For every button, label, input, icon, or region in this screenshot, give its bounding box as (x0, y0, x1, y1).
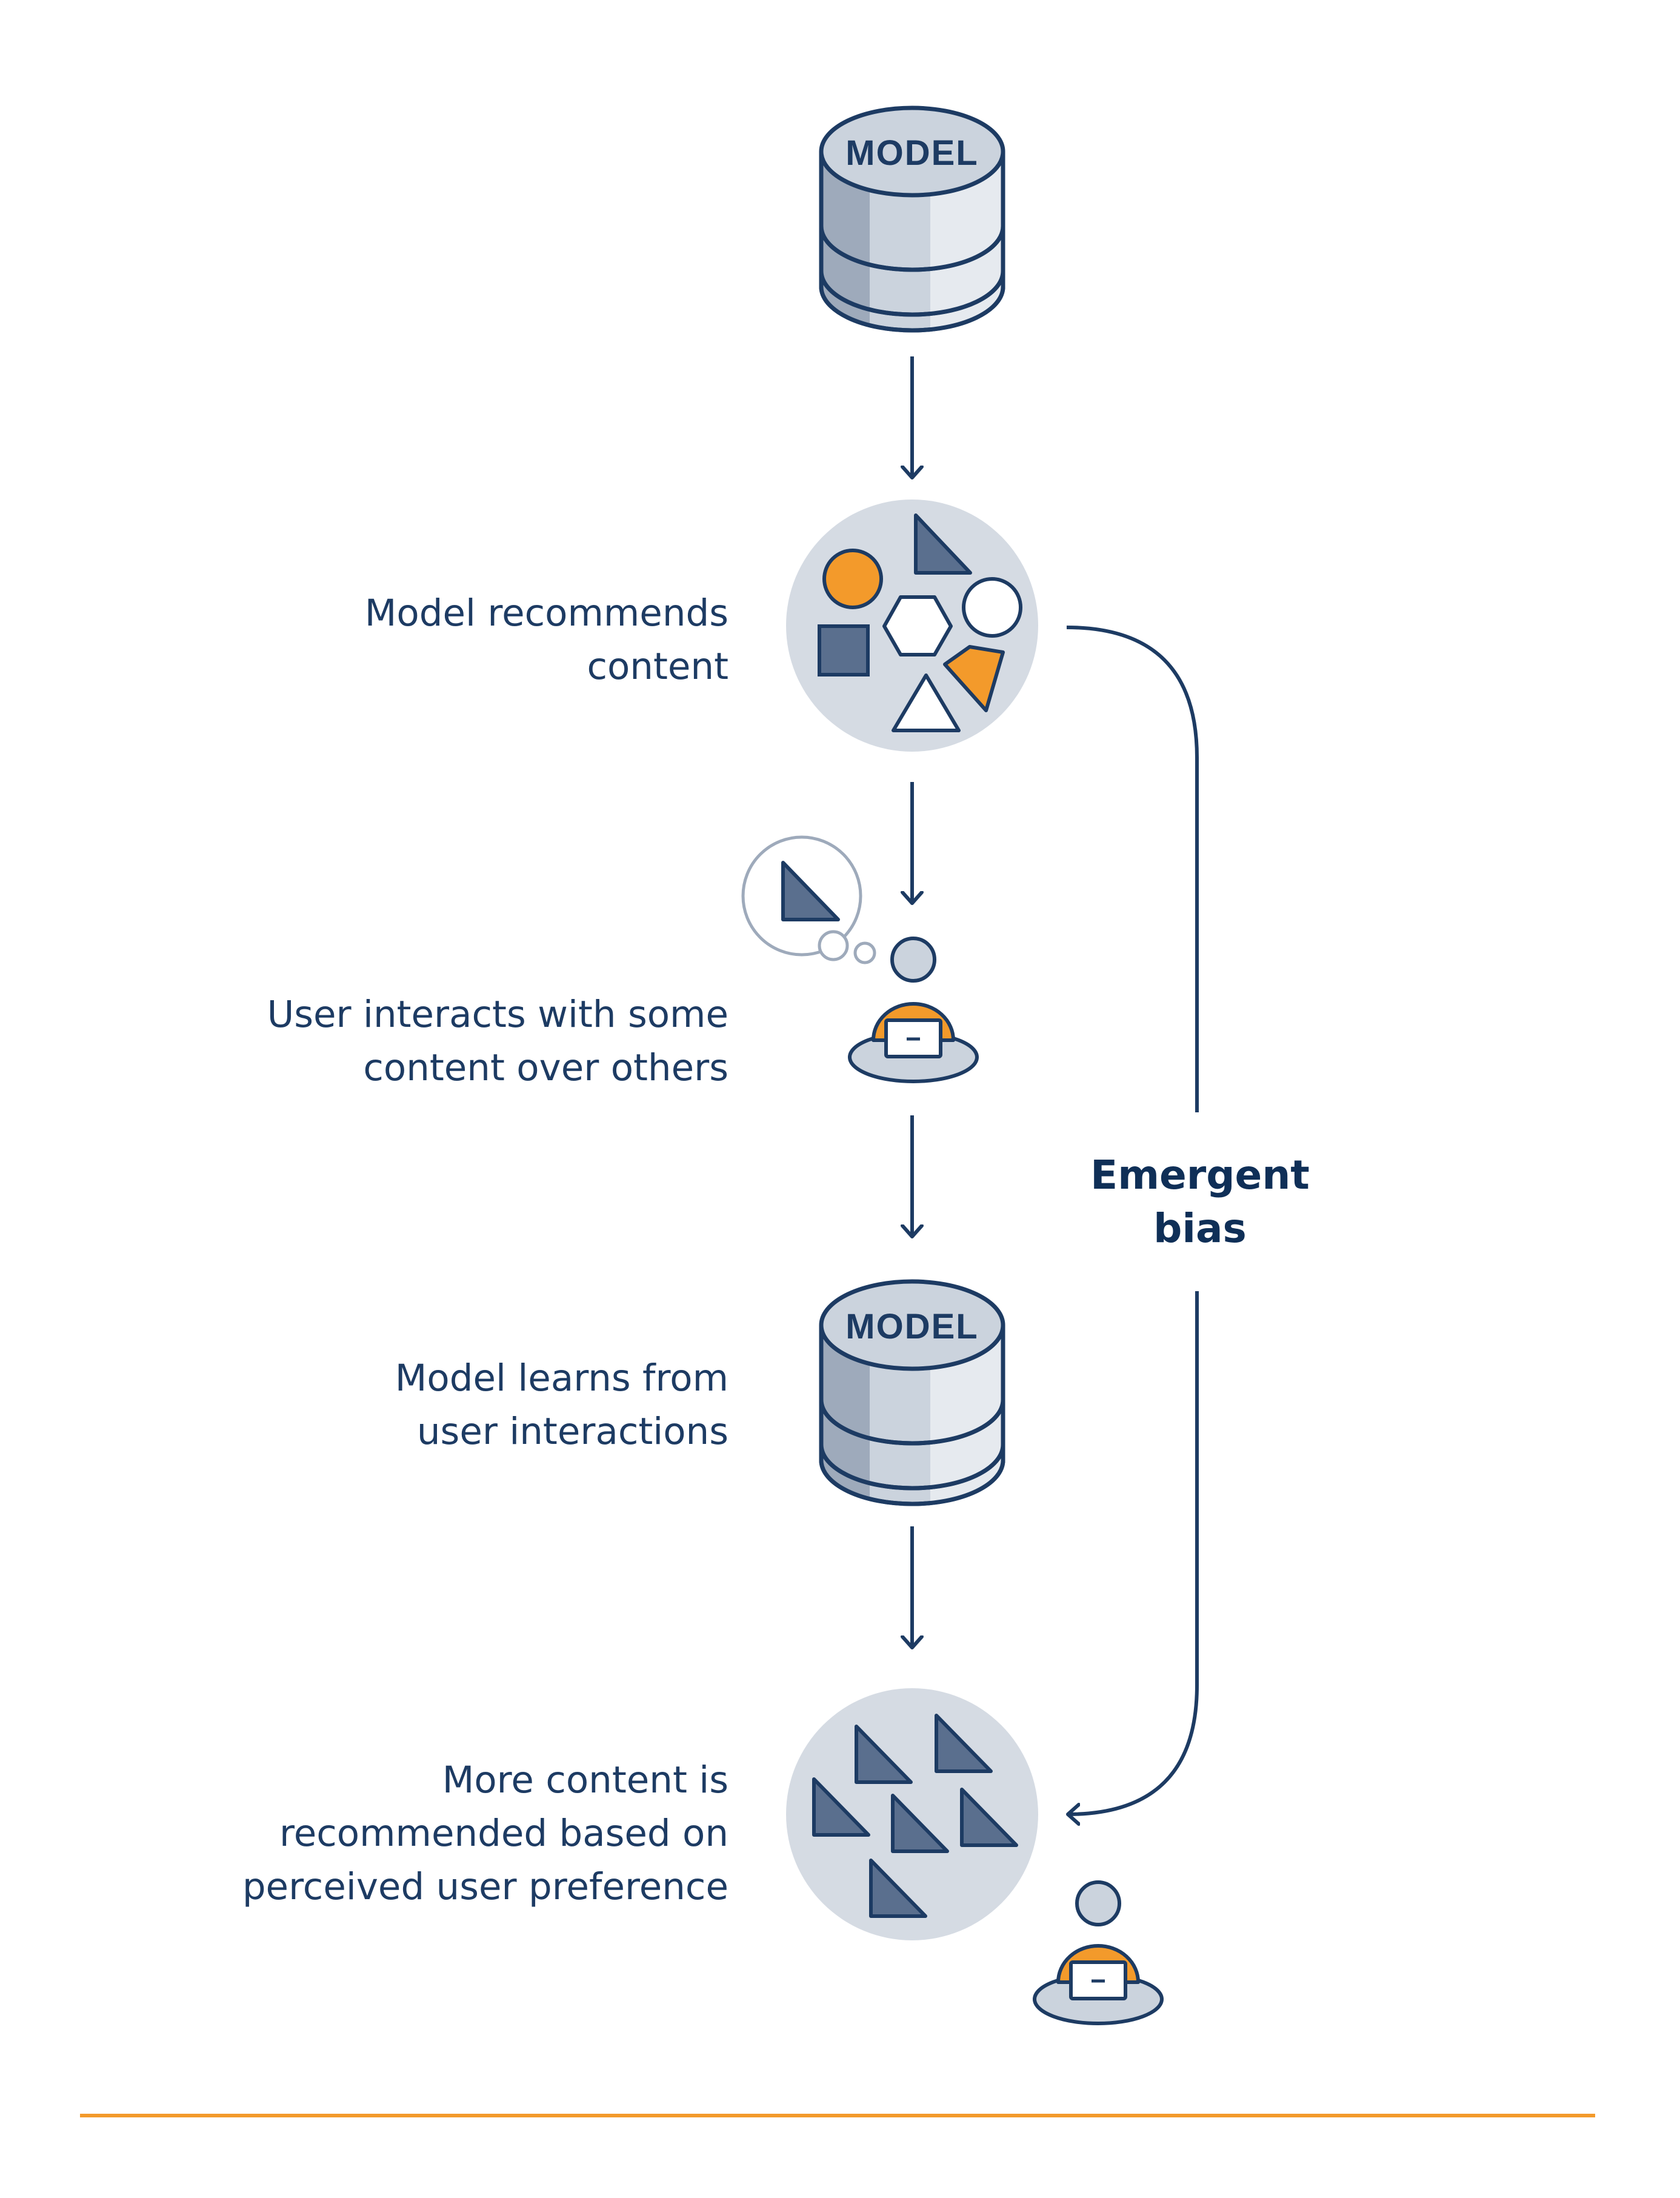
user-at-laptop-icon (1033, 1880, 1164, 2025)
mixed-content-circle (786, 499, 1038, 752)
bias-label-line: bias (1153, 1205, 1247, 1252)
step-label-line: content (587, 645, 728, 688)
navy-triangle-shape (914, 513, 972, 575)
navy-square-shape (818, 624, 870, 676)
biased-content-circle (786, 1688, 1038, 1940)
repeated-triangles-icon (812, 1714, 1018, 1918)
step-label-recommends: Model recommends content (183, 587, 728, 693)
step-label-user-interacts: User interacts with some content over ot… (183, 988, 728, 1095)
feedback-loop-line-top (1066, 626, 1199, 1112)
triangle-shape (960, 1788, 1018, 1847)
triangle-shape (891, 1794, 949, 1853)
user-at-laptop-icon (848, 937, 979, 1083)
model-database-top: MODEL (819, 105, 1005, 333)
step-label-line: More content is (442, 1759, 728, 1802)
step-label-line: User interacts with some (267, 993, 728, 1036)
orange-circle-shape (822, 549, 883, 609)
database-cylinder-icon (819, 105, 1005, 333)
step-label-line: recommended based on (279, 1812, 728, 1855)
database-cylinder-icon (819, 1279, 1005, 1506)
step-label-model-learns: Model learns from user interactions (183, 1352, 728, 1458)
triangle-shape (812, 1777, 870, 1837)
thought-bubble-icon (741, 835, 876, 964)
model-database-bottom: MODEL (819, 1279, 1005, 1506)
step-label-line: content over others (363, 1046, 728, 1089)
white-circle-shape (962, 577, 1022, 638)
triangle-shape (869, 1859, 927, 1918)
bias-label-line: Emergent (1090, 1152, 1310, 1198)
step-label-more-content: More content is recommended based on per… (183, 1754, 728, 1914)
step-label-line: Model learns from (395, 1357, 728, 1400)
emergent-bias-label: Emergent bias (1067, 1149, 1333, 1255)
white-triangle-shape (892, 673, 961, 732)
feedback-loop-line-bottom (1068, 1291, 1199, 1814)
model-label: MODEL (845, 133, 978, 173)
triangle-shape (935, 1714, 993, 1773)
mixed-shapes-icon (818, 513, 1022, 732)
model-label: MODEL (845, 1307, 978, 1346)
hexagon-shape (882, 595, 953, 656)
step-label-line: Model recommends (364, 592, 728, 635)
step-label-line: perceived user preference (242, 1865, 728, 1908)
step-label-line: user interactions (416, 1410, 728, 1453)
triangle-shape (855, 1725, 913, 1784)
thought-triangle-shape (781, 861, 840, 921)
orange-diamond-shape (943, 645, 1005, 712)
